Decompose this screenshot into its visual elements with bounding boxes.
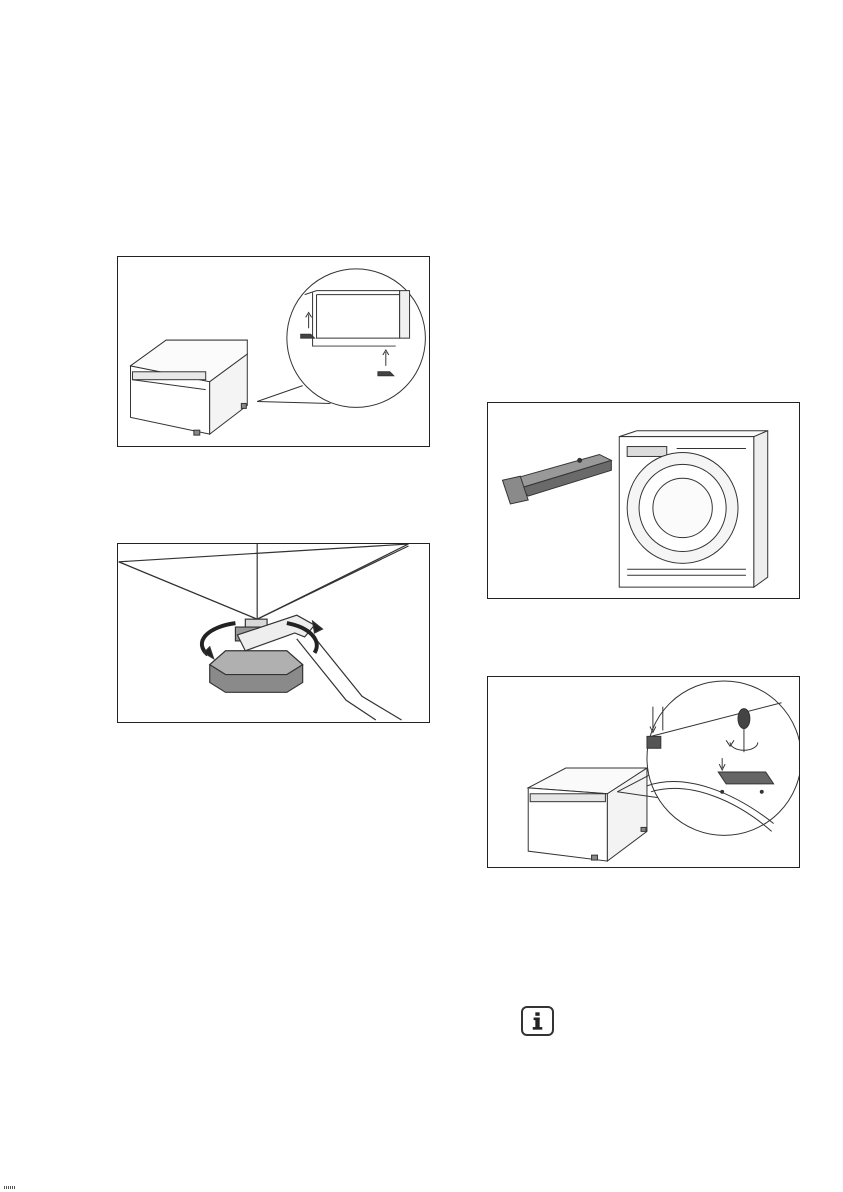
info-glyph bbox=[523, 1008, 552, 1034]
page-footer-mark bbox=[4, 1186, 16, 1189]
pedestal-feet-illustration bbox=[117, 256, 430, 447]
pedestal-feet-drawing bbox=[118, 257, 429, 446]
info-icon bbox=[521, 1006, 554, 1036]
dryer-drawer-illustration bbox=[487, 402, 800, 599]
adjustable-foot-drawing bbox=[118, 544, 429, 722]
adjustable-foot-illustration bbox=[117, 543, 430, 723]
pedestal-bracket-drawing bbox=[488, 677, 799, 867]
dryer-drawer-drawing bbox=[488, 403, 799, 598]
pedestal-bracket-illustration bbox=[487, 676, 800, 868]
